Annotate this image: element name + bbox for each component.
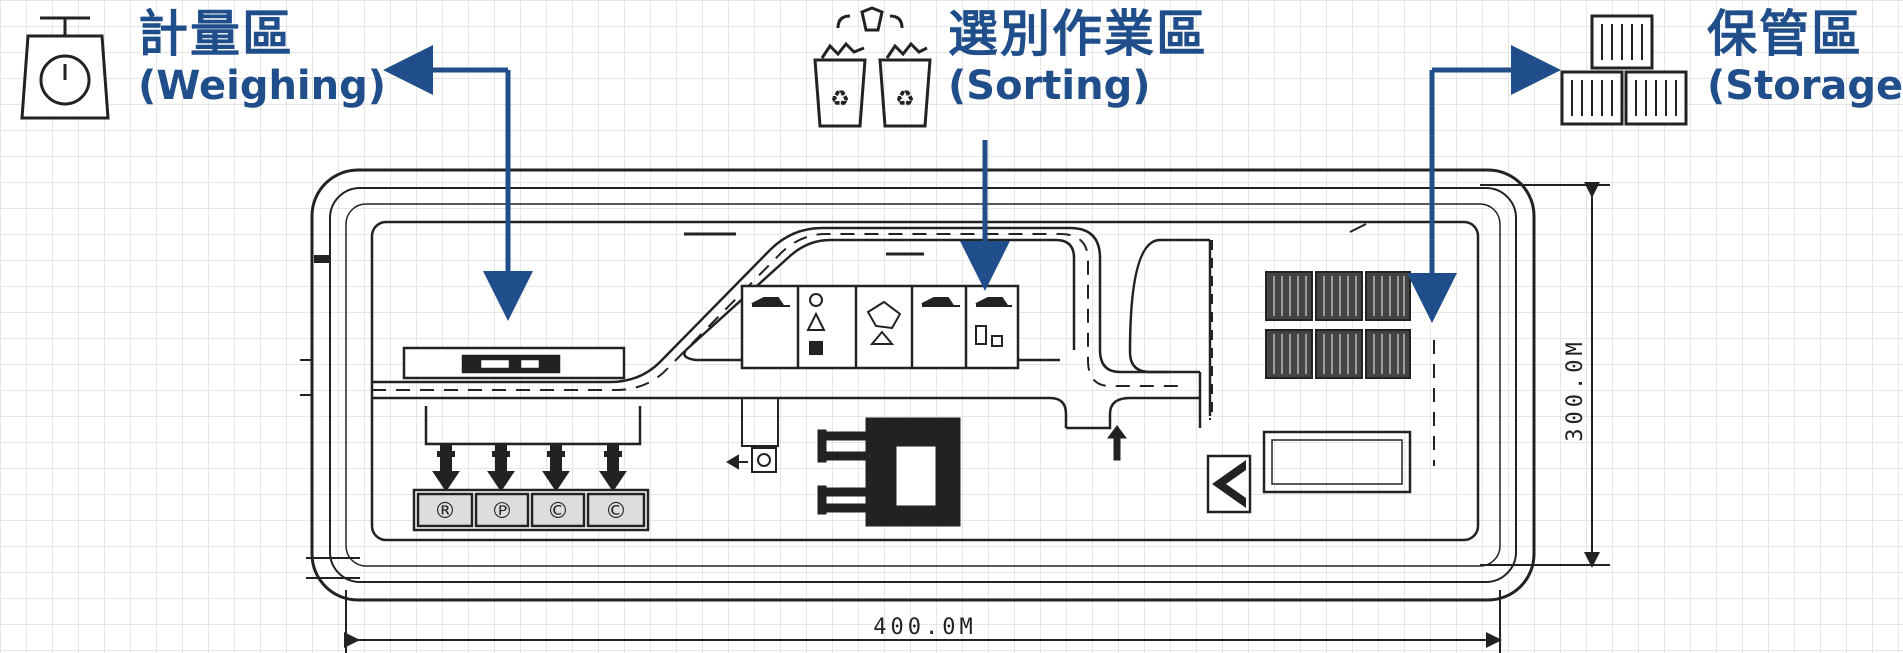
upward-arrow xyxy=(1107,425,1127,461)
svg-text:♻: ♻ xyxy=(830,87,850,112)
bin-arrows xyxy=(432,445,627,492)
scale-icon xyxy=(20,16,110,120)
company-logo-icon xyxy=(1206,454,1252,514)
bin-symbols: ® ℗ © © xyxy=(434,499,627,524)
storage-zone-title-en: (Storage) xyxy=(1707,62,1903,109)
storage-callout-arrow xyxy=(1407,45,1561,323)
width-dimension xyxy=(344,590,1502,653)
sorting-zone-label: 選別作業區 (Sorting) xyxy=(948,8,1208,107)
storage-containers xyxy=(1265,271,1411,379)
bin-symbol-1: ® xyxy=(434,499,456,524)
svg-text:♻: ♻ xyxy=(895,87,915,112)
height-dimension xyxy=(1480,182,1610,568)
sorting-equipment xyxy=(751,293,1012,355)
central-machinery xyxy=(817,417,961,527)
bins-row xyxy=(412,488,650,532)
small-tank xyxy=(726,398,779,473)
storage-zone-title-zh: 保管區 xyxy=(1707,5,1863,63)
bin-symbol-4: © xyxy=(605,499,627,524)
weighing-callout-arrow xyxy=(383,45,533,321)
road-centerline xyxy=(372,233,1211,420)
top-marks xyxy=(684,223,1367,256)
bin-symbol-2: ℗ xyxy=(491,499,513,524)
storage-zone-label: 保管區 (Storage) xyxy=(1707,8,1903,107)
containers-icon xyxy=(1560,14,1688,126)
sorting-zone-title-zh: 選別作業區 xyxy=(948,5,1208,63)
weighing-zone-title-zh: 計量區 xyxy=(138,5,294,63)
weighing-station xyxy=(402,346,626,380)
width-dimension-label: 400.0M xyxy=(873,615,976,640)
weighing-zone-title-en: (Weighing) xyxy=(138,62,387,109)
container-stripes xyxy=(1273,276,1405,374)
weighing-zone-label: 計量區 (Weighing) xyxy=(138,8,386,107)
sorting-zone-title-en: (Sorting) xyxy=(948,62,1151,109)
bin-symbol-3: © xyxy=(547,499,569,524)
storage-structures xyxy=(1211,240,1435,494)
recycle-bins-icon: ♻ ♻ xyxy=(813,6,932,128)
loading-bay xyxy=(424,406,642,446)
height-dimension-label: 300.0M xyxy=(1563,338,1588,441)
entrance-road xyxy=(300,255,360,579)
